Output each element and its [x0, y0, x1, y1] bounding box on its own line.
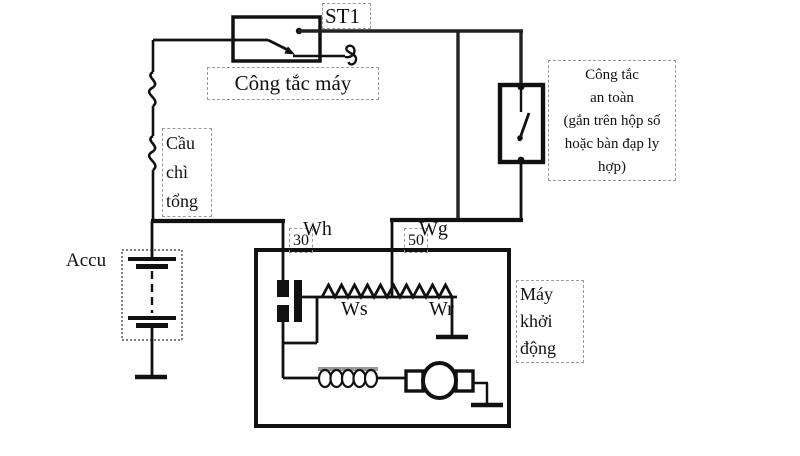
ignition-switch-symbol: [231, 15, 358, 66]
label-st1: ST1: [322, 3, 371, 29]
label-main-fuse: Cầu chì tổng: [162, 128, 212, 217]
fixed-contact-upper: [277, 280, 289, 297]
switch-lever-arrow-icon: [284, 46, 295, 55]
label-main-fuse-line: Cầu: [166, 133, 195, 153]
label-starter-motor-line: khởi: [520, 311, 553, 331]
battery-symbol: [121, 249, 183, 376]
fixed-contact-lower: [277, 305, 289, 322]
label-safety-switch: Công tắc an toàn (gắn trên hộp số hoặc b…: [548, 60, 676, 181]
label-winding-ws: Ws: [341, 298, 368, 320]
label-starter-motor-line: động: [520, 338, 556, 358]
label-safety-switch-line: Công tắc: [585, 67, 639, 83]
motor-brush-left: [404, 369, 425, 393]
safety-switch-symbol: [497, 82, 546, 165]
label-main-fuse-line: tổng: [166, 191, 199, 211]
motor-armature-circle: [421, 361, 458, 400]
field-coil-symbol: [283, 367, 407, 389]
label-winding-wr: Wr: [429, 298, 454, 320]
label-battery: Accu: [66, 250, 107, 271]
label-terminal-50: 50: [404, 228, 428, 253]
label-main-fuse-line: chì: [166, 162, 188, 182]
wire-st1-top: [298, 29, 523, 221]
label-safety-switch-line: hợp): [598, 159, 626, 175]
starter-motor-box: [254, 248, 511, 428]
label-starter-motor-line: Máy: [520, 284, 553, 304]
label-winding-wh: Wh: [303, 218, 332, 240]
label-winding-wg: Wg: [419, 218, 448, 240]
label-safety-switch-line: hoặc bàn đạp ly: [564, 136, 660, 152]
motor-symbol: [404, 361, 489, 404]
solenoid-coil-symbol: [302, 282, 457, 336]
label-terminal-30: 30: [289, 228, 313, 253]
solenoid-contact-symbol: [277, 280, 319, 378]
label-safety-switch-line: an toàn: [590, 90, 634, 106]
moving-contact-plate: [294, 280, 302, 322]
contact-spring-icon: [344, 44, 358, 66]
wire-bus-right: [390, 160, 523, 297]
fuse-symbol: [147, 40, 157, 221]
label-ignition-switch: Công tắc máy: [207, 67, 379, 100]
motor-brush-right: [454, 369, 475, 393]
label-starter-motor: Máy khởi động: [516, 280, 584, 363]
label-safety-switch-line: (gắn trên hộp số: [563, 113, 661, 129]
